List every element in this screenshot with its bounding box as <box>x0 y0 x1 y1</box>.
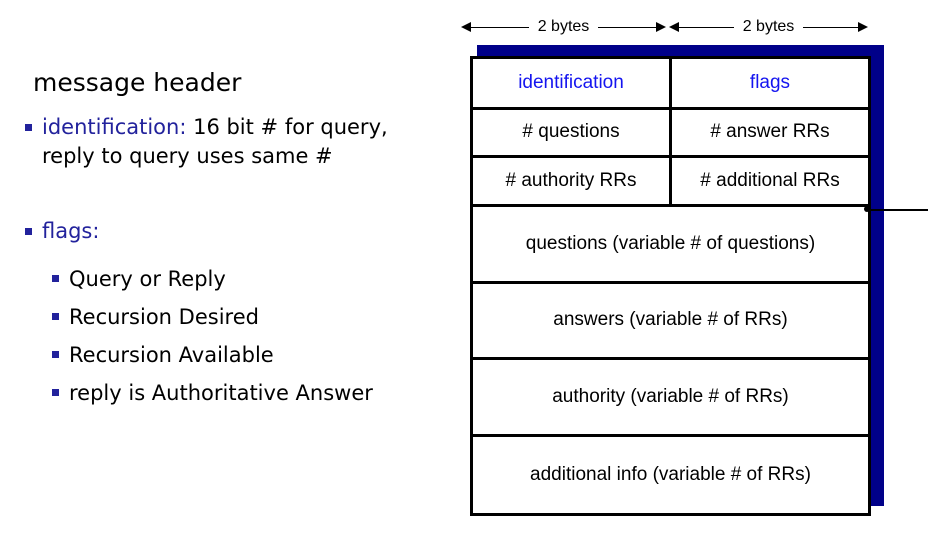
cell-questions-section: questions (variable # of questions) <box>525 232 816 254</box>
dimension-right-text: 2 bytes <box>742 18 795 35</box>
dimension-label-left: 2 bytes <box>461 13 666 41</box>
arrow-right-icon <box>656 22 666 32</box>
cell-num-additional-rrs: # additional RRs <box>700 169 840 191</box>
bullet-flag-label: Recursion Desired <box>69 305 259 329</box>
bullet-square-icon <box>25 228 32 235</box>
table-row: identification flags <box>473 59 868 110</box>
cell-identification: identification <box>473 59 672 107</box>
cell-num-answer-rrs: # answer RRs <box>710 121 830 143</box>
bullet-flag-label: reply is Authoritative Answer <box>69 381 373 405</box>
arrow-left-icon <box>461 22 471 32</box>
dns-message-table: identification flags # questions # answe… <box>470 56 871 516</box>
arrow-left-icon <box>669 22 679 32</box>
arrow-shaft <box>471 26 529 28</box>
bullet-flag-recursion-available: Recursion Available <box>52 341 452 369</box>
table-row: answers (variable # of RRs) <box>473 283 868 361</box>
arrow-right-icon <box>858 22 868 32</box>
bullet-flags: flags: <box>25 217 445 246</box>
bullet-flag-recursion-desired: Recursion Desired <box>52 303 452 331</box>
slide-text-pane: message header identification: 16 bit # … <box>0 0 455 543</box>
dimension-left-text: 2 bytes <box>537 18 590 35</box>
cell-authority-section: authority (variable # of RRs) <box>552 386 789 408</box>
callout-connector-line <box>866 209 928 211</box>
table-row: # questions # answer RRs <box>473 109 868 158</box>
arrow-shaft <box>679 26 734 28</box>
cell-answers-section: answers (variable # of RRs) <box>553 309 788 331</box>
dimension-label-right: 2 bytes <box>669 13 868 41</box>
table-row: questions (variable # of questions) <box>473 206 868 284</box>
bullet-identification: identification: 16 bit # for query, repl… <box>25 113 445 171</box>
callout-connector-dot <box>864 206 870 212</box>
bullet-identification-text: identification: 16 bit # for query, repl… <box>42 113 445 171</box>
cell-num-questions: # questions <box>473 109 672 155</box>
arrow-shaft <box>803 26 858 28</box>
table-row: # authority RRs # additional RRs <box>473 157 868 207</box>
table-row: authority (variable # of RRs) <box>473 360 868 438</box>
bullet-flags-label: flags: <box>42 219 100 243</box>
cell-additional-info-section: additional info (variable # of RRs) <box>530 464 811 486</box>
arrow-shaft <box>598 26 656 28</box>
bullet-square-icon <box>52 313 59 320</box>
bullet-square-icon <box>52 351 59 358</box>
bullet-square-icon <box>52 389 59 396</box>
table-row: additional info (variable # of RRs) <box>473 437 868 513</box>
page-title: message header <box>33 68 242 97</box>
cell-flags: flags <box>749 71 791 93</box>
bullet-flag-authoritative-answer: reply is Authoritative Answer <box>52 379 452 407</box>
bullet-identification-label: identification: <box>42 115 187 139</box>
cell-num-authority-rrs: # authority RRs <box>473 157 672 204</box>
bullet-square-icon <box>52 275 59 282</box>
bullet-identification-body: 16 bit # for query, reply to query uses … <box>42 115 388 168</box>
bullet-flag-query-or-reply: Query or Reply <box>52 265 452 293</box>
bullet-square-icon <box>25 124 32 131</box>
bullet-flag-label: Query or Reply <box>69 267 226 291</box>
bullet-flag-label: Recursion Available <box>69 343 274 367</box>
